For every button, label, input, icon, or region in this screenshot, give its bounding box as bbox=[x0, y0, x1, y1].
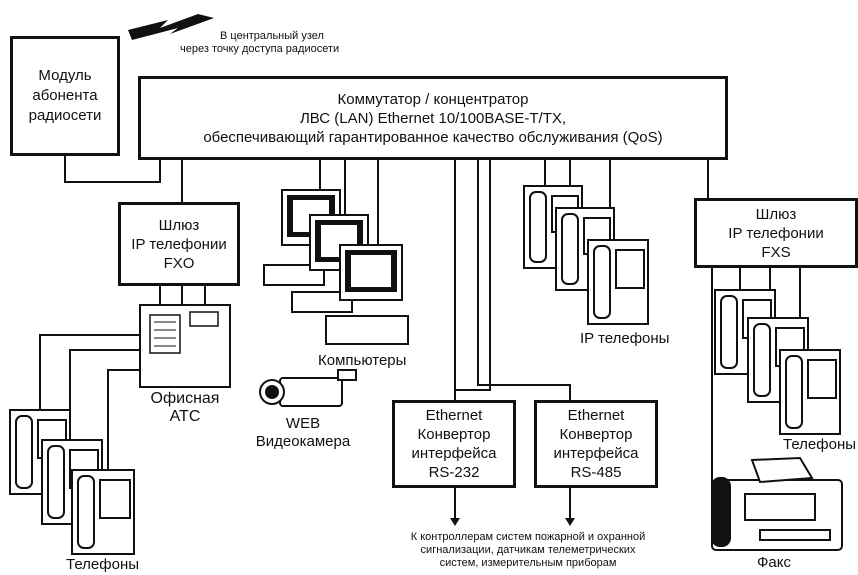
wire-switch-rs485 bbox=[477, 160, 571, 400]
computer-icon bbox=[325, 244, 409, 345]
wire-pbx-phone3 bbox=[107, 369, 140, 470]
radio-module-box: Модуль абонента радиосети bbox=[10, 36, 120, 156]
phones-right-label: Телефоны bbox=[783, 436, 857, 453]
phone-icon bbox=[779, 349, 841, 435]
lightning-icon bbox=[128, 14, 214, 40]
phone-icon bbox=[587, 239, 649, 325]
webcam-icon bbox=[259, 369, 357, 407]
phone-icon bbox=[71, 469, 135, 555]
wire-radio-switch bbox=[64, 150, 161, 183]
wire-pbx-phone1 bbox=[39, 334, 140, 410]
radio-link-text: В центральный узел через точку доступа р… bbox=[180, 30, 340, 55]
fax-label: Факс bbox=[757, 554, 791, 571]
computers-label: Компьютеры bbox=[318, 352, 407, 369]
arrow-head-icon bbox=[565, 518, 575, 526]
switch-box: Коммутатор / концентратор ЛВС (LAN) Ethe… bbox=[138, 76, 728, 160]
wire-pbx-phone2 bbox=[69, 349, 140, 440]
gateway-fxo-box: Шлюз IP телефонии FXO bbox=[118, 202, 240, 286]
phones-left-label: Телефоны bbox=[66, 556, 140, 573]
office-pbx-label: Офисная АТС bbox=[150, 390, 220, 425]
ip-phones-label: IP телефоны bbox=[580, 330, 670, 347]
converter-rs485-box: Ethernet Конвертор интерфейса RS-485 bbox=[534, 400, 658, 488]
webcam-label: WEB Видеокамера bbox=[255, 415, 351, 450]
fax-icon bbox=[711, 456, 843, 551]
gateway-fxs-box: Шлюз IP телефонии FXS bbox=[694, 198, 858, 268]
arrow-head-icon bbox=[450, 518, 460, 526]
converter-rs232-box: Ethernet Конвертор интерфейса RS-232 bbox=[392, 400, 516, 488]
wire-switch-rs232b bbox=[455, 160, 491, 391]
controllers-label: К контроллерам систем пожарной и охранно… bbox=[410, 531, 646, 569]
office-pbx-icon bbox=[139, 304, 231, 388]
